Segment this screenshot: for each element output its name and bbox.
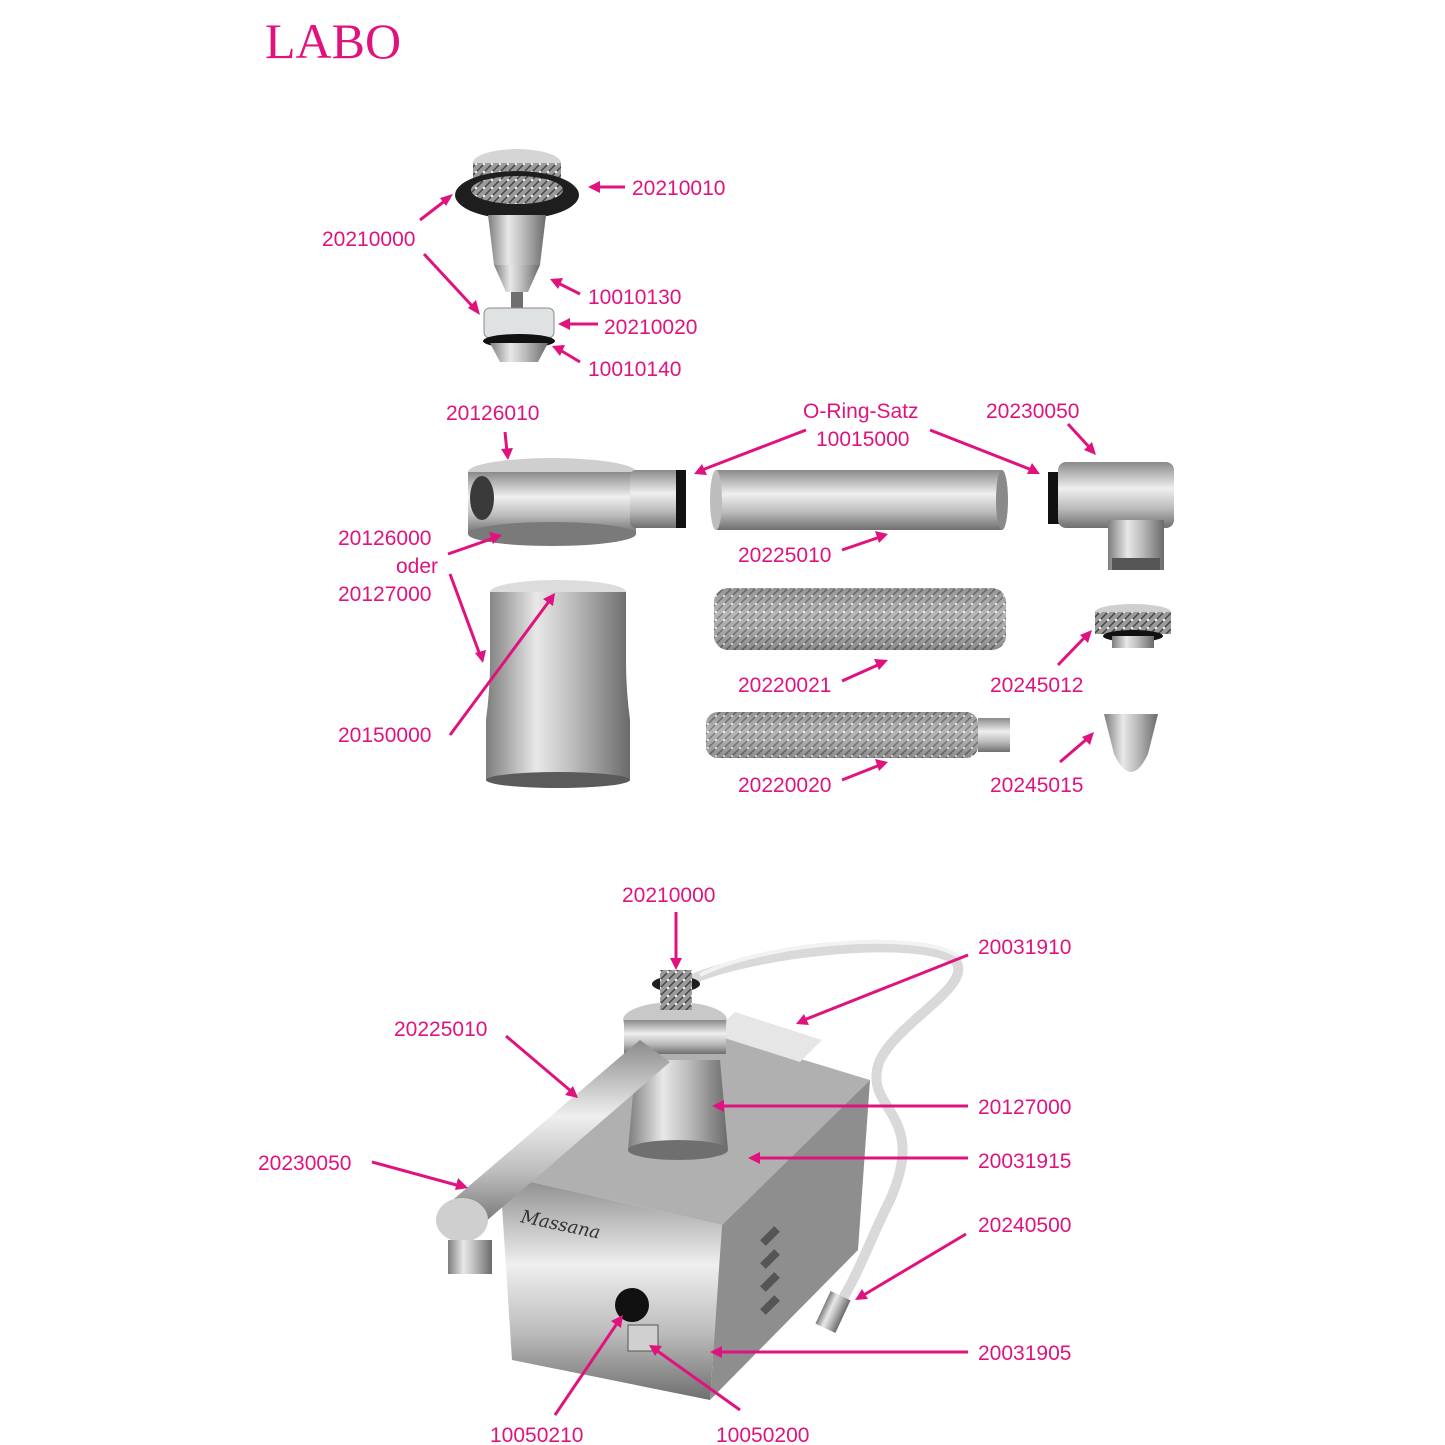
nozzle-cap-image bbox=[1095, 604, 1171, 648]
worm-shaft-short-image bbox=[706, 712, 1010, 758]
label-oring-title: O-Ring-Satz bbox=[803, 400, 919, 423]
label-20127000-assembly: 20127000 bbox=[978, 1096, 1071, 1119]
label-20031905: 20031905 bbox=[978, 1342, 1071, 1365]
cone-nozzle-image bbox=[1104, 714, 1158, 772]
label-20210010: 20210010 bbox=[632, 177, 725, 200]
label-10010130: 10010130 bbox=[588, 286, 681, 309]
label-20230050-top: 20230050 bbox=[986, 400, 1079, 423]
label-10010140: 10010140 bbox=[588, 358, 681, 381]
label-20210000-assembly: 20210000 bbox=[622, 884, 715, 907]
part-number-labels: 20210010 20210000 10010130 20210020 1001… bbox=[258, 177, 1083, 1445]
label-20126010: 20126010 bbox=[446, 402, 539, 425]
leader-arrows bbox=[371, 181, 1096, 1416]
label-20210000-top: 20210000 bbox=[322, 228, 415, 251]
label-20031915: 20031915 bbox=[978, 1150, 1071, 1173]
cylinder-housing-image bbox=[486, 580, 630, 788]
label-20230050-assembly: 20230050 bbox=[258, 1152, 351, 1175]
label-oder: oder bbox=[396, 555, 438, 578]
label-20127000-top: 20127000 bbox=[338, 583, 431, 606]
smooth-tube-image bbox=[710, 470, 1008, 530]
page-title: LABO bbox=[265, 13, 401, 69]
label-20220020: 20220020 bbox=[738, 774, 831, 797]
label-20126000: 20126000 bbox=[338, 527, 431, 550]
label-20240500: 20240500 bbox=[978, 1214, 1071, 1237]
label-20225010-top: 20225010 bbox=[738, 544, 831, 567]
label-10050200: 10050200 bbox=[716, 1424, 809, 1445]
label-20245015: 20245015 bbox=[990, 774, 1083, 797]
machine-photo: Massana bbox=[436, 939, 964, 1400]
knob-assembly-image bbox=[455, 149, 579, 362]
elbow-outlet-image bbox=[1048, 462, 1174, 570]
tube-holder-block-image bbox=[468, 458, 686, 546]
label-20225010-assembly: 20225010 bbox=[394, 1018, 487, 1041]
label-10050210: 10050210 bbox=[490, 1424, 583, 1445]
label-10015000: 10015000 bbox=[816, 428, 909, 451]
label-20150000: 20150000 bbox=[338, 724, 431, 747]
worm-shaft-long-image bbox=[714, 588, 1006, 650]
label-20210020: 20210020 bbox=[604, 316, 697, 339]
label-20220021: 20220021 bbox=[738, 674, 831, 697]
label-20245012: 20245012 bbox=[990, 674, 1083, 697]
label-20031910: 20031910 bbox=[978, 936, 1071, 959]
